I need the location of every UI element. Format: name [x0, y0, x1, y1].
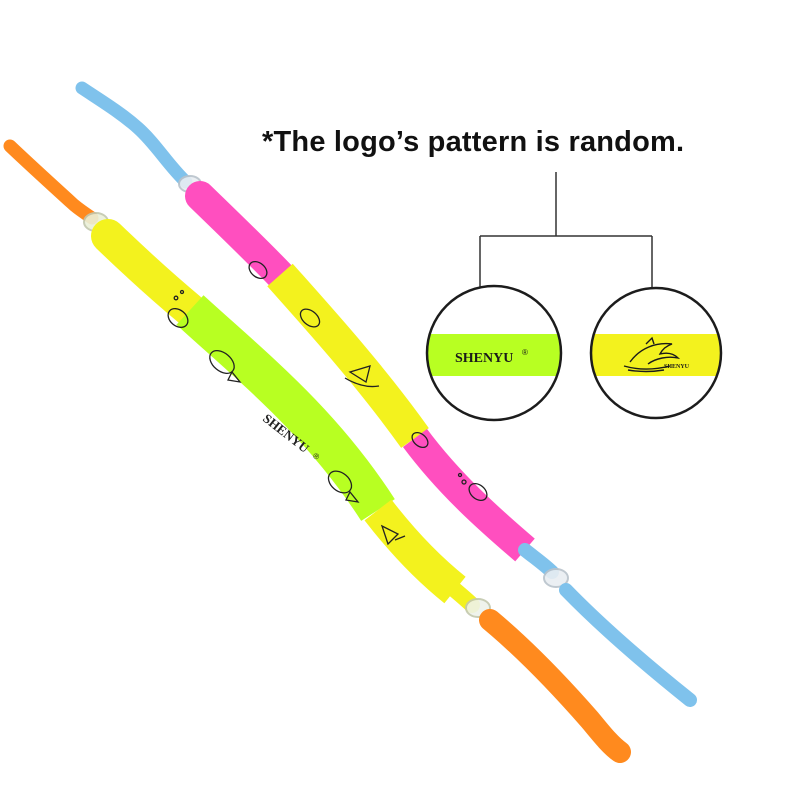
- strap-back-blue-tip-bottom: [559, 583, 697, 707]
- strap-back-fish-doodles: [248, 260, 488, 502]
- detail-circle-left: SHENYU ®: [425, 284, 563, 422]
- strap-front-yellow-lower: [364, 499, 466, 604]
- strap-front-orange-tip-top: [3, 139, 99, 225]
- strap-front: SHENYU ®: [3, 139, 631, 763]
- strap-front-fish-doodles: [167, 289, 406, 546]
- strap-back-pink-upper: [185, 181, 295, 290]
- detail-left-brand-mark: ®: [522, 348, 528, 357]
- logo-pattern-caption: *The logo’s pattern is random.: [262, 126, 685, 158]
- strap-front-brand-mark: ®: [311, 451, 321, 462]
- detail-left-band: [427, 334, 561, 376]
- detail-right-band: [591, 334, 721, 376]
- detail-left-border: [425, 284, 563, 422]
- strap-front-green-mid: [176, 295, 395, 521]
- detail-right-dolphin-logo: [623, 336, 681, 373]
- detail-right-border: [589, 286, 723, 420]
- strap-back-yellow-mid: [267, 263, 429, 448]
- detail-right-brand-text: SHENYU: [664, 364, 690, 370]
- strap-back-pink-taper: [518, 543, 559, 579]
- strap-back-ring-bottom: [543, 568, 569, 588]
- strap-back-pink-lower: [402, 429, 535, 562]
- strap-back-blue-tip-top: [75, 81, 193, 189]
- strap-back: [75, 81, 697, 707]
- strap-front-yellow-upper: [91, 219, 207, 327]
- detail-circle-right: SHENYU: [589, 286, 723, 420]
- callout-connectors: [479, 172, 653, 292]
- strap-front-orange-tip-bottom: [479, 609, 631, 763]
- detail-left-brand-text: SHENYU: [455, 351, 513, 366]
